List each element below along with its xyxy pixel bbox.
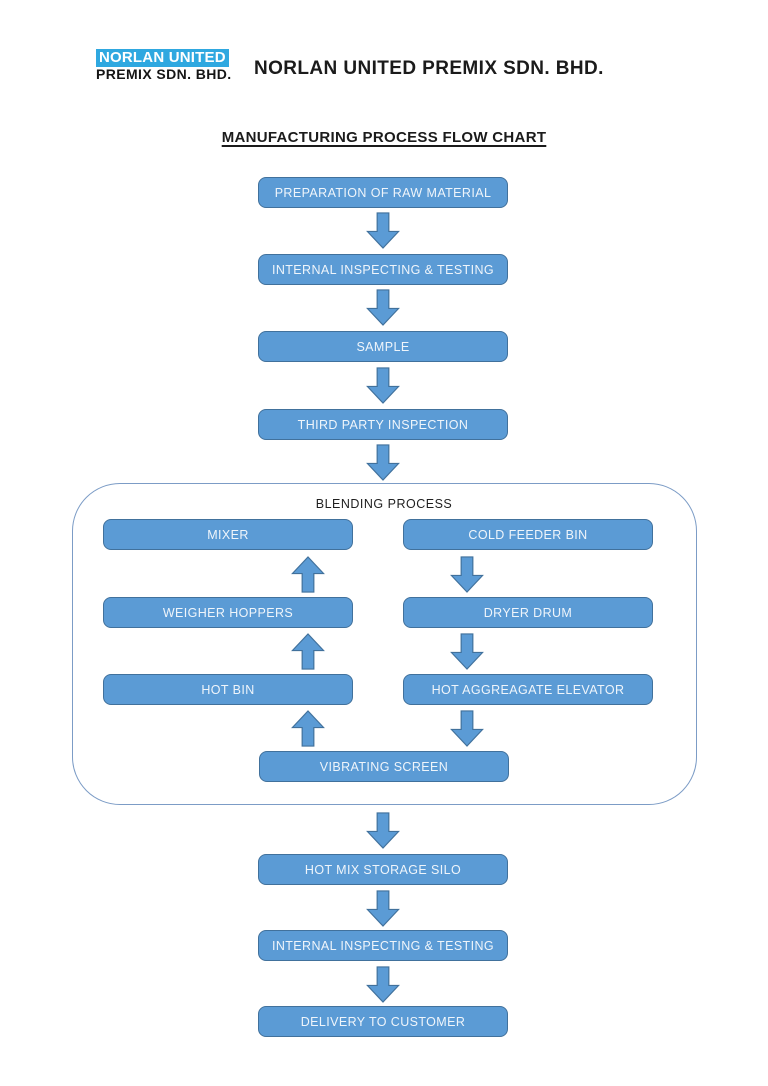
- node-weigher-hoppers: WEIGHER HOPPERS: [103, 597, 353, 628]
- node-internal-inspecting-testing-2: INTERNAL INSPECTING & TESTING: [258, 930, 508, 961]
- node-cold-feeder-bin: COLD FEEDER BIN: [403, 519, 653, 550]
- arrow-down-icon: [450, 710, 484, 747]
- node-hot-aggreagate-elevator: HOT AGGREAGATE ELEVATOR: [403, 674, 653, 705]
- arrow-down-icon: [450, 556, 484, 593]
- node-third-party-inspection: THIRD PARTY INSPECTION: [258, 409, 508, 440]
- blending-process-label: BLENDING PROCESS: [315, 497, 453, 511]
- logo-text-secondary: PREMIX SDN. BHD.: [96, 66, 232, 82]
- arrow-down-icon: [366, 890, 400, 927]
- node-preparation-of-raw-material: PREPARATION OF RAW MATERIAL: [258, 177, 508, 208]
- logo-text-primary: NORLAN UNITED: [96, 49, 229, 67]
- arrow-down-icon: [366, 289, 400, 326]
- arrow-down-icon: [450, 633, 484, 670]
- arrow-down-icon: [366, 812, 400, 849]
- node-internal-inspecting-testing-1: INTERNAL INSPECTING & TESTING: [258, 254, 508, 285]
- arrow-down-icon: [366, 966, 400, 1003]
- node-mixer: MIXER: [103, 519, 353, 550]
- node-delivery-to-customer: DELIVERY TO CUSTOMER: [258, 1006, 508, 1037]
- arrow-up-icon: [291, 633, 325, 670]
- arrow-down-icon: [366, 212, 400, 249]
- arrow-up-icon: [291, 710, 325, 747]
- node-hot-mix-storage-silo: HOT MIX STORAGE SILO: [258, 854, 508, 885]
- node-vibrating-screen: VIBRATING SCREEN: [259, 751, 509, 782]
- arrow-down-icon: [366, 367, 400, 404]
- node-sample: SAMPLE: [258, 331, 508, 362]
- node-hot-bin: HOT BIN: [103, 674, 353, 705]
- chart-title: MANUFACTURING PROCESS FLOW CHART: [221, 129, 547, 146]
- arrow-up-icon: [291, 556, 325, 593]
- node-dryer-drum: DRYER DRUM: [403, 597, 653, 628]
- page-title: NORLAN UNITED PREMIX SDN. BHD.: [254, 58, 604, 79]
- arrow-down-icon: [366, 444, 400, 481]
- blending-process-container: [72, 483, 697, 805]
